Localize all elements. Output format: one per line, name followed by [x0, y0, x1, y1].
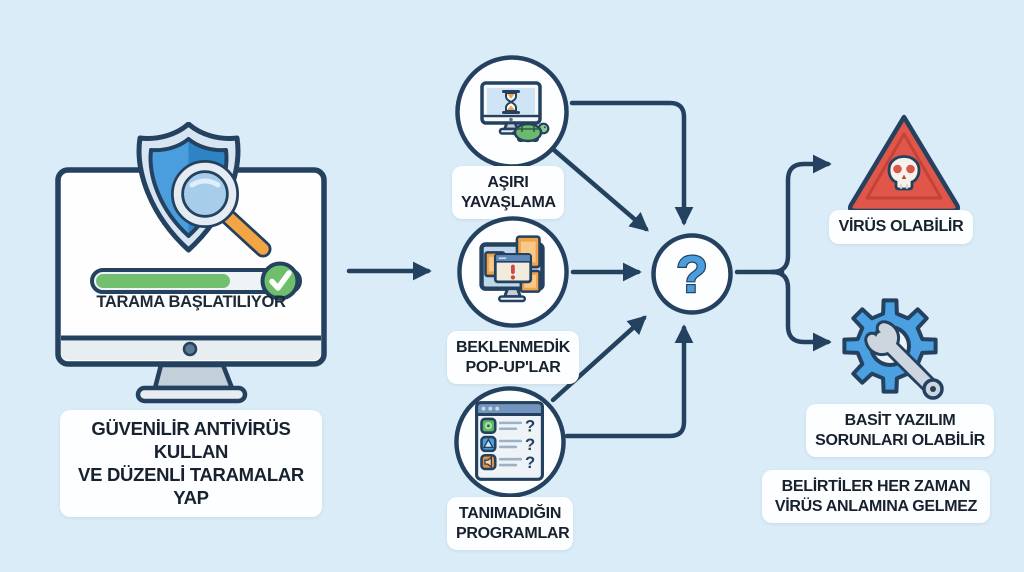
scan-status-text: TARAMA BAŞLATILIYOR: [96, 293, 286, 311]
arrow-programs-diagonal: [550, 315, 647, 403]
monitor-body: [55, 167, 327, 404]
unknown-programs-list-icon: ? ? ?: [454, 386, 566, 498]
scan-progress-bar: [90, 261, 302, 301]
symptom-slowdown: [455, 55, 569, 169]
outcome-virus: [843, 110, 965, 214]
arrow-to-software: [769, 269, 832, 352]
symptom-popups-label: BEKLENMEDİK POP-UP'LAR: [447, 331, 579, 385]
outcome-software-issue: [838, 296, 958, 406]
symptom-programs-label: TANIMADIĞIN PROGRAMLAR: [447, 497, 573, 551]
antivirus-scan-illustration: TARAMA BAŞLATILIYOR: [55, 122, 330, 407]
turtle-icon: [509, 122, 550, 143]
checkmark-icon: [269, 270, 292, 291]
skull-icon: [887, 155, 921, 191]
symptom-slowdown-label: AŞIRI YAVAŞLAMA: [452, 166, 564, 220]
magnifier-icon: [171, 160, 272, 258]
program-row-3: ?: [480, 453, 535, 472]
question-glyph: ?: [525, 435, 535, 454]
program-row-2: ?: [480, 435, 535, 454]
symptom-popups: [457, 216, 569, 328]
footnote: BELİRTİLER HER ZAMAN VİRÜS ANLAMINA GELM…: [762, 470, 990, 524]
question-glyph: ?: [525, 417, 535, 436]
gear-wrench-icon: [842, 298, 944, 400]
wrench-icon: [864, 320, 944, 400]
popup-windows-icon: [457, 216, 569, 328]
arrow-slowdown-elbow: [569, 100, 694, 226]
scanner-caption: GÜVENİLİR ANTİVİRÜS KULLAN VE DÜZENLİ TA…: [60, 410, 322, 517]
skull-warning-triangle-icon: [847, 114, 961, 214]
decision-question-glyph: ?: [676, 246, 708, 304]
exclamation-icon: [511, 264, 515, 274]
popup-window-alert: [493, 252, 533, 284]
mini-monitor-stand: [498, 287, 527, 303]
question-mark-icon: ?: [651, 233, 733, 315]
decision-node: ?: [649, 231, 735, 317]
symptom-unknown-programs: ? ? ?: [454, 386, 566, 498]
outcome-software-label: BASİT YAZILIM SORUNLARI OLABİLİR: [806, 404, 994, 458]
slow-computer-turtle-icon: [455, 55, 569, 169]
program-row-1: ?: [480, 417, 535, 436]
arrow-to-virus: [769, 154, 832, 275]
monitor-shield-icon: [55, 122, 327, 404]
arrow-programs-elbow: [564, 324, 694, 439]
arrow-slowdown-diagonal: [551, 147, 649, 232]
outcome-virus-label: VİRÜS OLABİLİR: [829, 210, 973, 244]
hourglass-icon: [502, 90, 520, 114]
question-glyph: ?: [525, 453, 535, 472]
